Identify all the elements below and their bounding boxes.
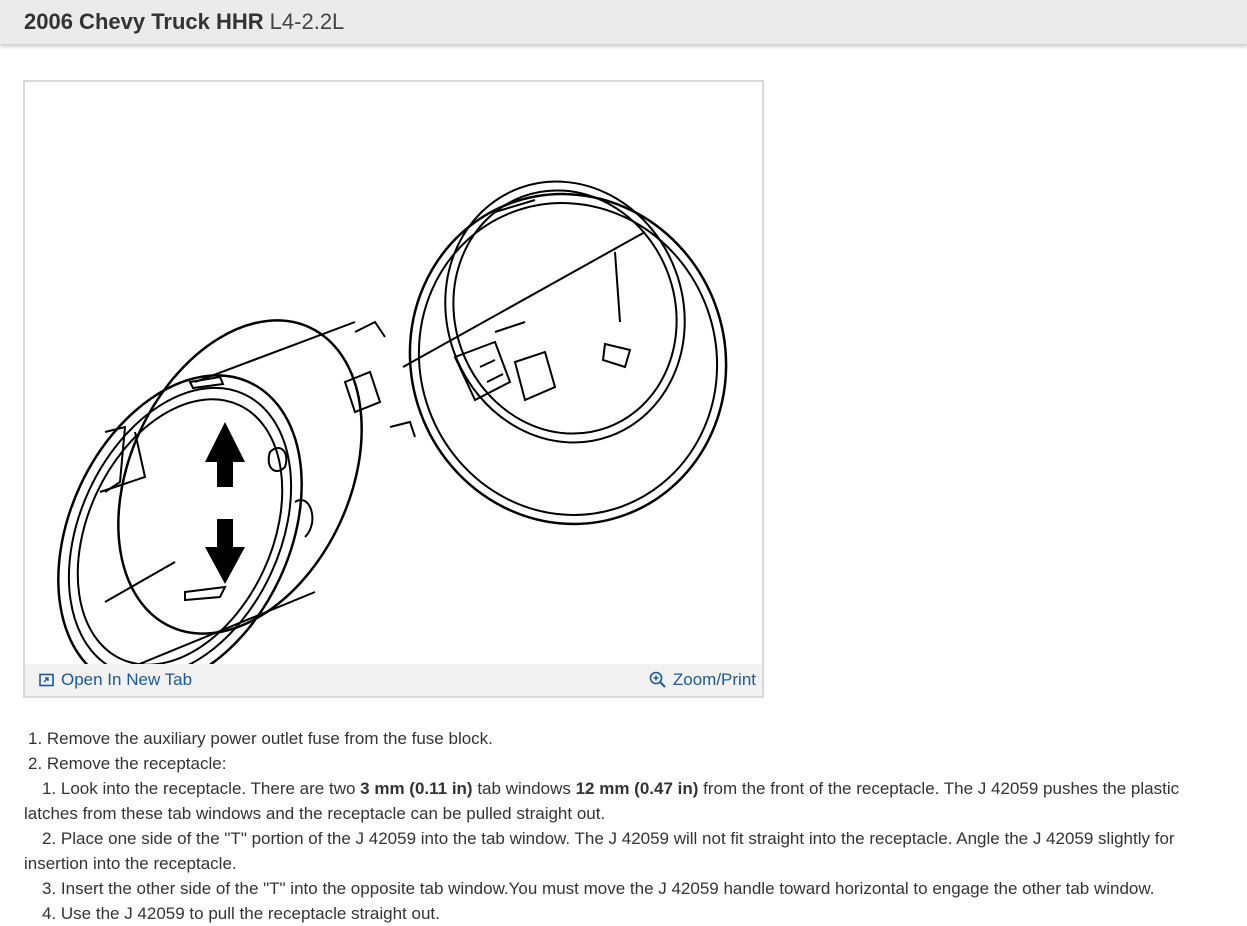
- zoom-print-link[interactable]: Zoom/Print: [649, 670, 756, 690]
- substep-item: 2. Place one side of the "T" portion of …: [24, 829, 1175, 873]
- vehicle-title: 2006 Chevy Truck HHR: [24, 9, 264, 34]
- open-new-tab-label: Open In New Tab: [61, 670, 193, 689]
- receptacle-removal-diagram: [57, 180, 728, 664]
- instructions: 1. Remove the auxiliary power outlet fus…: [24, 726, 1236, 926]
- open-new-tab-link[interactable]: Open In New Tab: [39, 670, 192, 690]
- substep-text: 1. Look into the receptacle. There are t…: [42, 779, 361, 798]
- figure-footer: Open In New Tab Zoom/Print: [25, 664, 762, 696]
- step-item: 2. Remove the receptacle:: [28, 754, 227, 773]
- figure-container: Open In New Tab Zoom/Print: [23, 80, 764, 698]
- direction-arrows: [205, 422, 245, 584]
- substep-item: 4. Use the J 42059 to pull the receptacl…: [42, 904, 440, 923]
- page-header: 2006 Chevy Truck HHR L4-2.2L: [0, 0, 1247, 45]
- substep-item: 3. Insert the other side of the "T" into…: [42, 879, 1155, 898]
- substep-item: 1. Look into the receptacle. There are t…: [24, 776, 1236, 826]
- step-item: 1. Remove the auxiliary power outlet fus…: [28, 729, 493, 748]
- substep-text: from the front of the receptacle. The J …: [24, 779, 1180, 823]
- open-new-tab-icon: [39, 673, 54, 687]
- zoom-print-label: Zoom/Print: [672, 670, 756, 689]
- engine-label: L4-2.2L: [269, 9, 345, 34]
- substep-text: tab windows: [472, 779, 576, 798]
- zoom-in-icon: [649, 671, 666, 688]
- tab-window-distance: 12 mm (0.47 in): [575, 779, 699, 798]
- tab-window-size: 3 mm (0.11 in): [360, 779, 473, 798]
